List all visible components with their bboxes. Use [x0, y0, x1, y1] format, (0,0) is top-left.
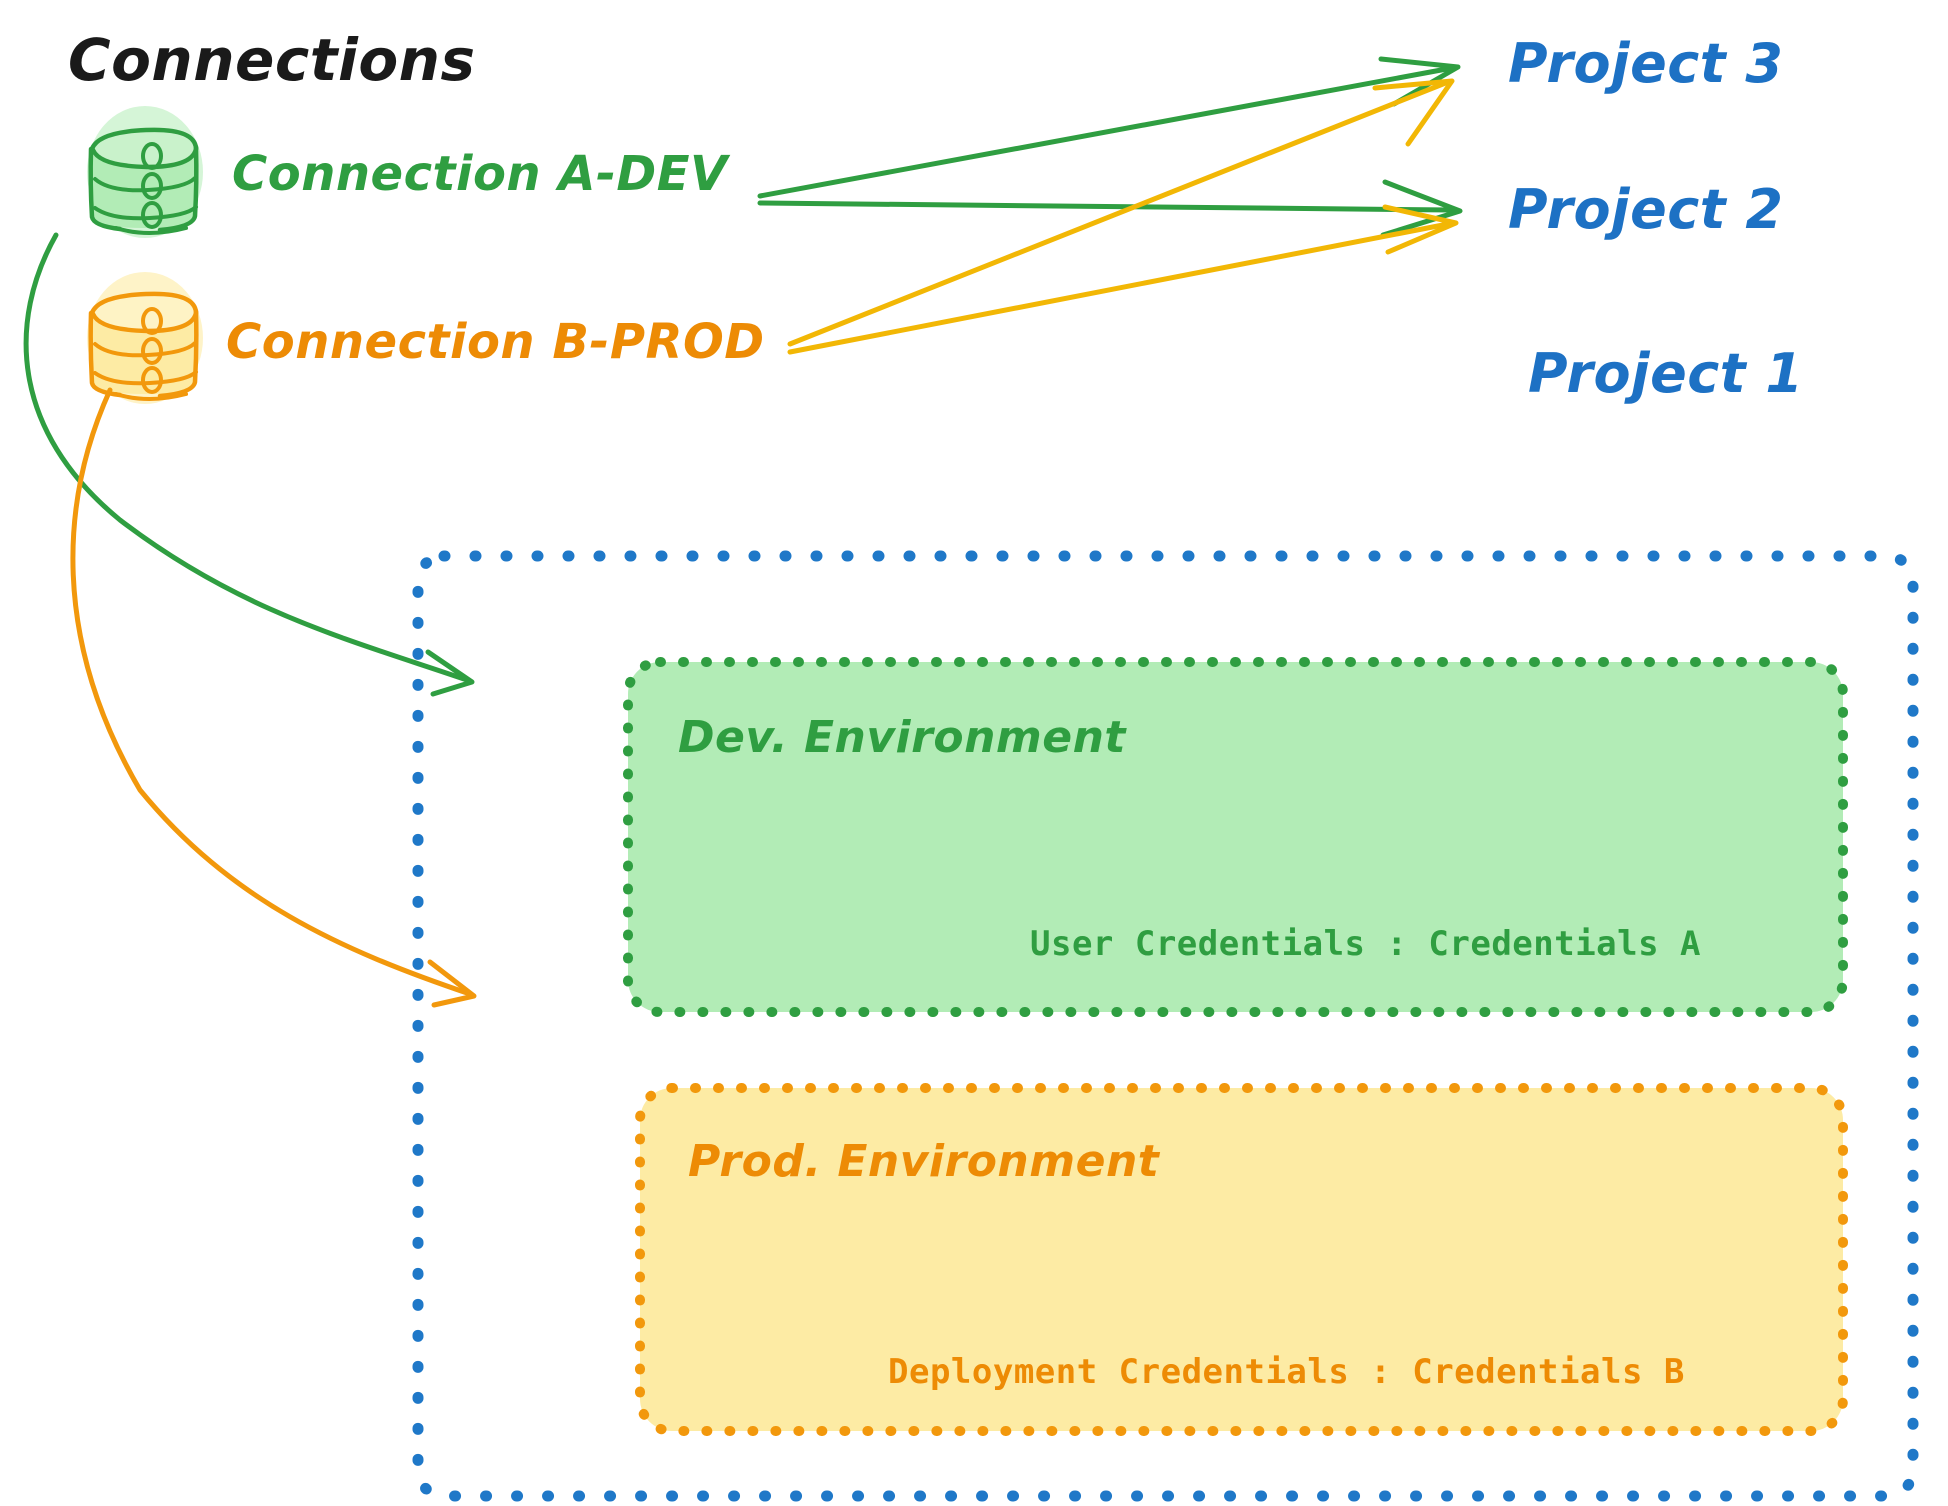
prod-environment-box[interactable]: Prod. Environment Deployment Credentials… — [635, 1083, 1848, 1436]
arrow-a-dev-to-project-2 — [757, 179, 1463, 238]
arrow-b-prod-to-project-2 — [787, 204, 1459, 355]
prod-environment-border — [635, 1083, 1848, 1436]
dev-environment-border — [623, 657, 1848, 1017]
arrow-b-prod-to-project-3 — [787, 78, 1455, 347]
prod-environment-credentials: Deployment Credentials : Credentials B — [888, 1352, 1685, 1392]
arrow-a-dev-to-dev-environment — [23, 232, 475, 697]
database-cylinder-icon-green — [87, 106, 203, 238]
database-cylinder-icon-orange — [87, 272, 203, 404]
dev-environment-credentials: User Credentials : Credentials A — [1030, 924, 1701, 964]
arrow-a-dev-to-project-3 — [757, 56, 1461, 199]
prod-environment-title: Prod. Environment — [688, 1136, 1161, 1187]
project-1-label: Project 1 — [1528, 342, 1803, 405]
connection-b-prod-label: Connection B-PROD — [226, 314, 765, 370]
connection-a-dev-label: Connection A-DEV — [232, 146, 731, 202]
dev-environment-title: Dev. Environment — [678, 712, 1127, 763]
page-title: Connections — [68, 26, 475, 94]
project-1-container — [412, 550, 1919, 1502]
dev-environment-box[interactable]: Dev. Environment User Credentials : Cred… — [623, 657, 1848, 1017]
arrow-b-prod-to-prod-environment — [70, 387, 477, 1008]
project-3-label: Project 3 — [1508, 32, 1783, 95]
project-2-label: Project 2 — [1508, 178, 1783, 241]
